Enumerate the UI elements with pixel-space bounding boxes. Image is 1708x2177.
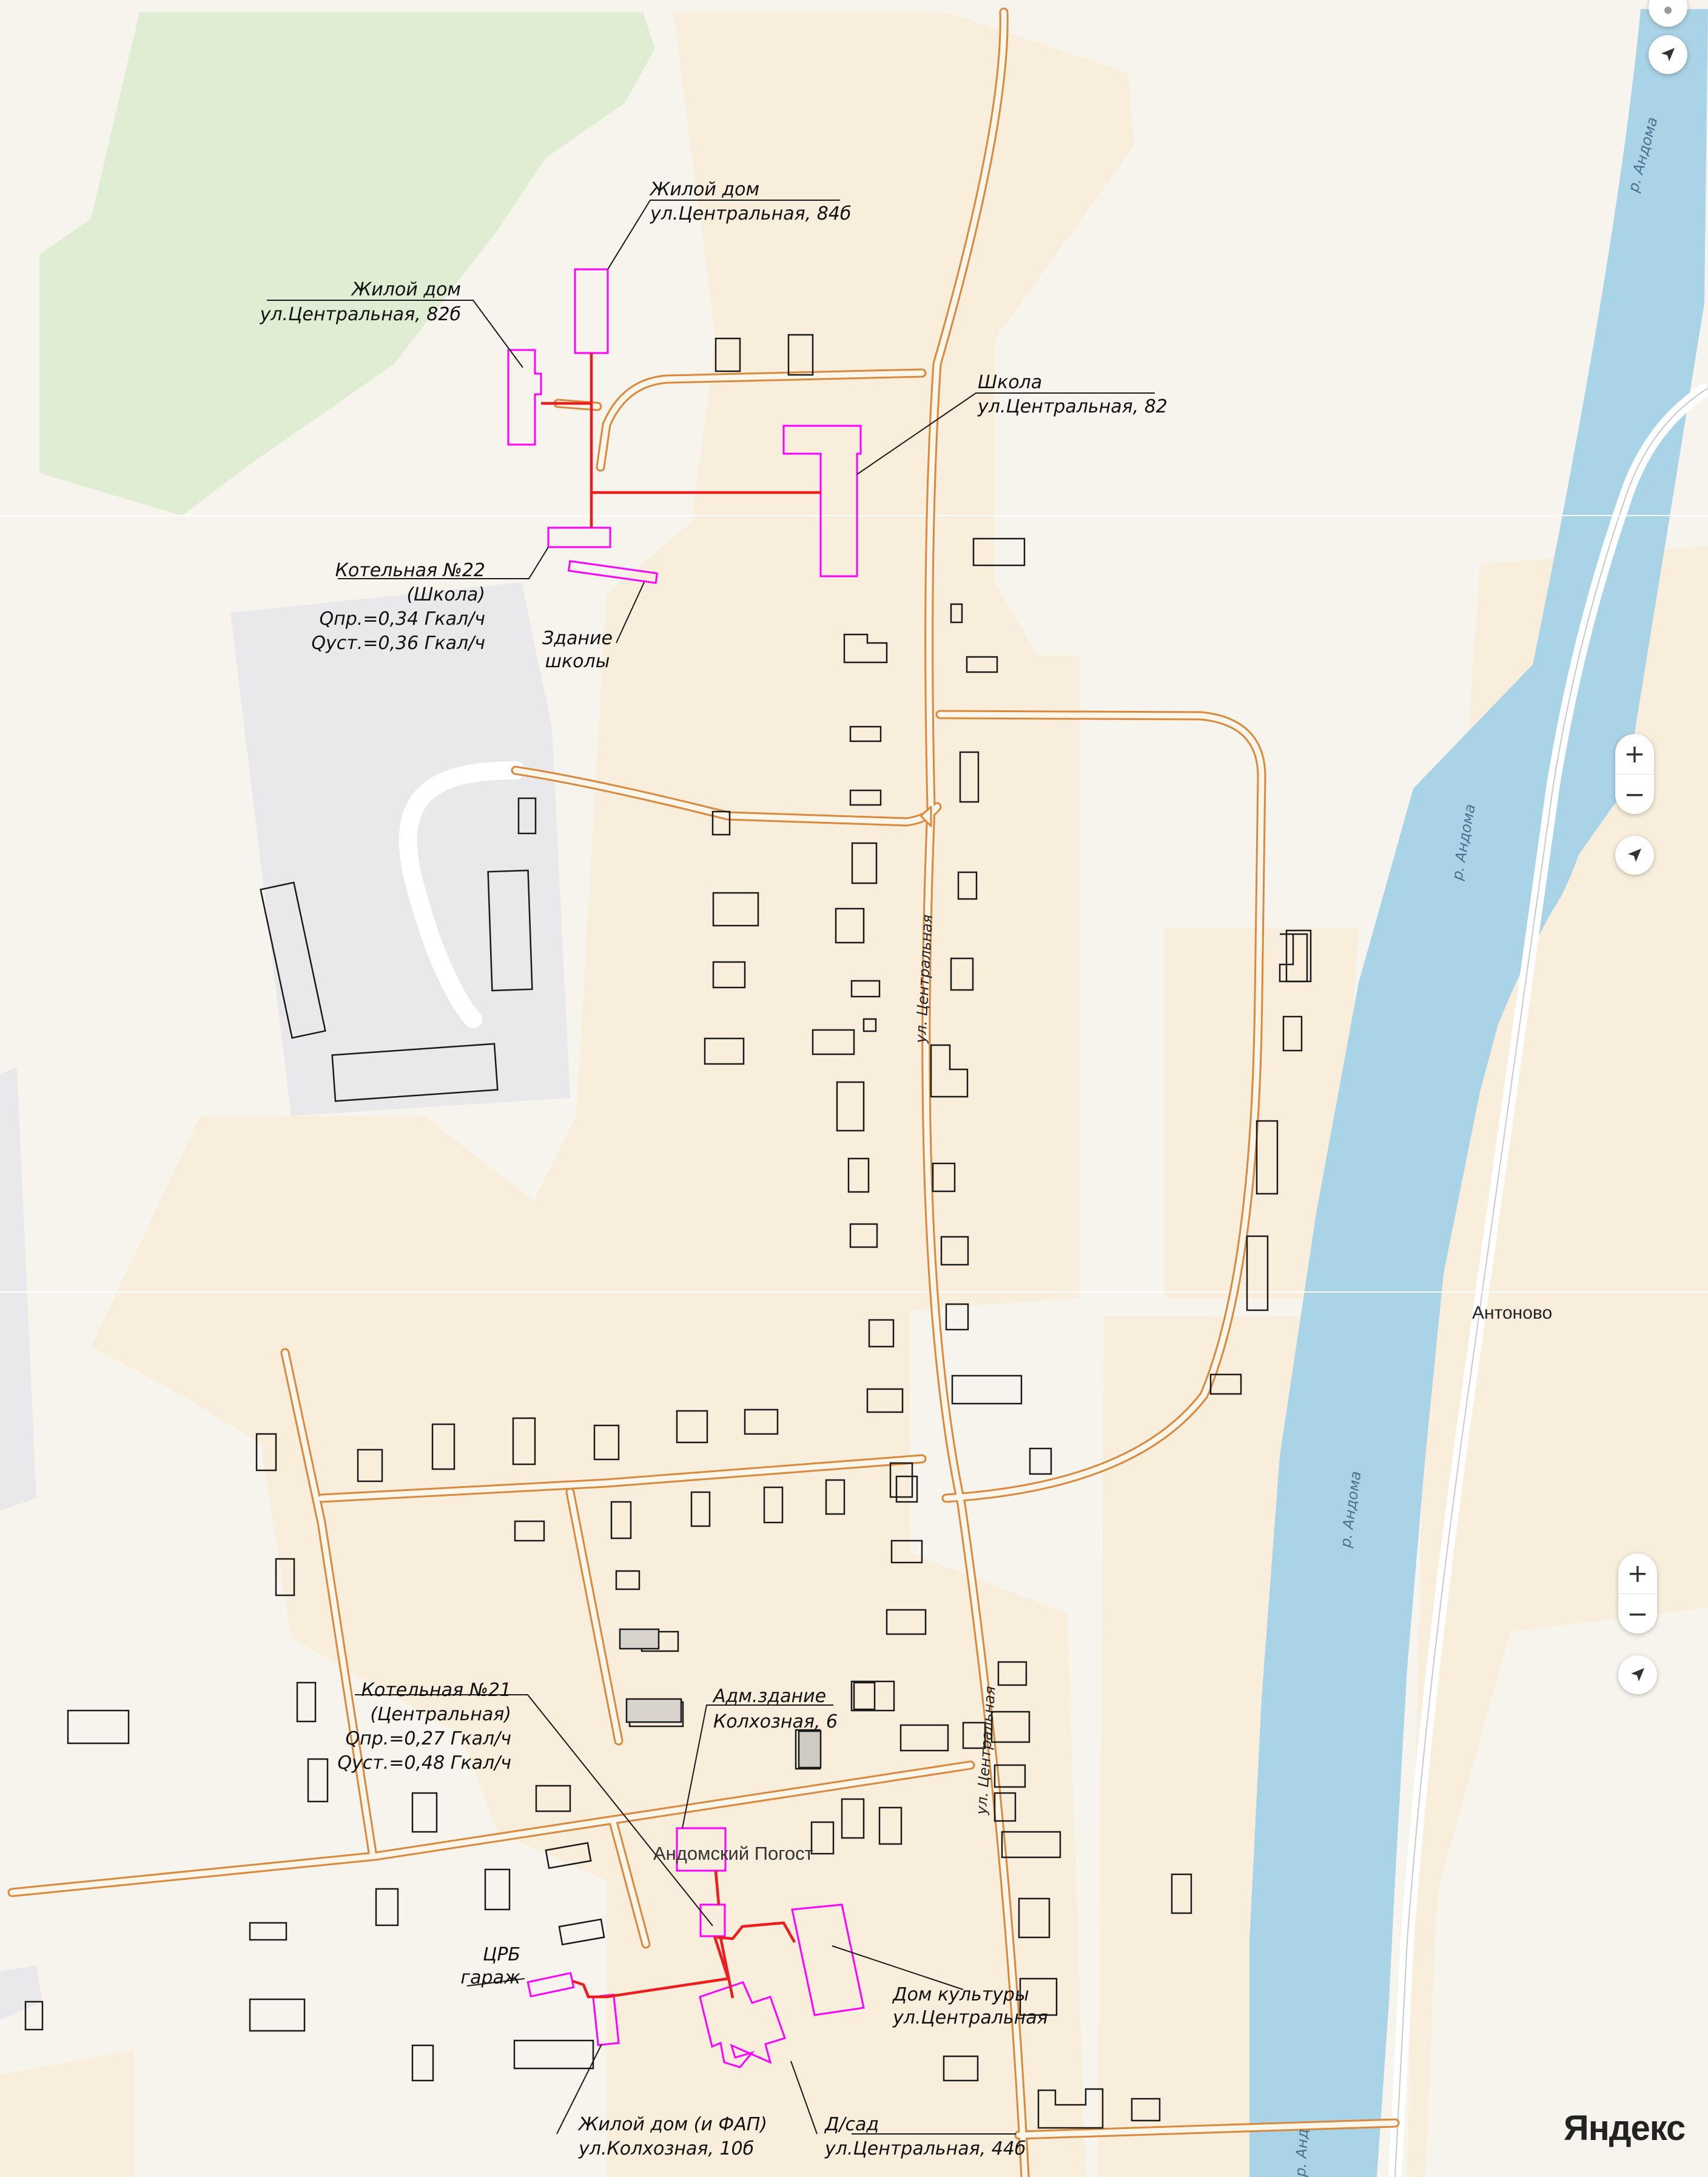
annotation-zhiloy-82b: Жилой дом ул.Центральная, 82б [260,279,461,325]
zhiloy-fap-line2: ул.Колхозная, 10б [578,2138,754,2159]
annotation-dsad: Д/сад ул.Центральная, 44б [824,2114,1026,2159]
zhiloy-82b-line1: Жилой дом [351,279,461,300]
annotation-adm-zdanie: Адм.здание Колхозная, 6 [712,1686,838,1732]
school-building [782,425,862,577]
annotation-crb-garazh: ЦРБ гараж [460,1944,520,1988]
location-button-1[interactable] [1615,836,1654,875]
crb-garage [526,1971,575,1998]
zhiloy-82b-building [507,349,542,446]
annotation-kotelnaya-21: Котельная №21 (Центральная) Qпр.=0,27 Гк… [337,1680,511,1774]
kotelnaya-22-line3: Qпр.=0,34 Гкал/ч [319,608,485,630]
gray-strip-left [0,1068,36,1510]
boiler-22 [547,527,611,548]
heat-objects [507,268,865,2068]
location-arrow-icon [1661,48,1675,61]
zhiloy-fap-line1: Жилой дом (и ФАП) [577,2114,767,2135]
adm-building [676,1827,727,1872]
shkola-line2: ул.Центральная, 82 [977,396,1168,417]
zhiloy-84b-line1: Жилой дом [649,179,759,200]
buildings [24,334,1312,2129]
zoom-out-button-2[interactable]: − [1618,1593,1657,1634]
zoom-control-2: + − [1618,1553,1657,1634]
location-button-top[interactable] [1649,35,1687,74]
zoom-control-1: + − [1615,734,1654,814]
school-annex [567,560,659,584]
kotelnaya-21-line3: Qпр.=0,27 Гкал/ч [345,1728,511,1749]
shkola-line1: Школа [978,372,1042,393]
annotation-kotelnaya-22: Котельная №22 (Школа) Qпр.=0,34 Гкал/ч Q… [311,560,485,654]
adm-zdanie-line2: Колхозная, 6 [713,1711,838,1732]
dom-kultury-line1: Дом культуры [892,1984,1029,2005]
place-antonovo: Антоново [1472,1303,1552,1323]
roads [7,7,1400,2177]
annotation-shkola: Школа ул.Центральная, 82 [977,372,1168,417]
zoom-in-button-1[interactable]: + [1624,739,1646,769]
kotelnaya-21-line2: (Центральная) [370,1704,511,1725]
kotelnaya-21-line1: Котельная №21 [361,1680,511,1701]
kotelnaya-21-line4: Qуст.=0,48 Гкал/ч [337,1752,511,1774]
boiler-21 [699,1903,726,1937]
kotelnaya-22-line4: Qуст.=0,36 Гкал/ч [311,633,485,654]
yandex-logo[interactable]: Яндекс [1564,2108,1697,2156]
zhiloy-82b-line2: ул.Центральная, 82б [260,304,461,325]
dsad-line2: ул.Центральная, 44б [824,2138,1026,2159]
dom-kultury-line2: ул.Центральная [892,2007,1048,2028]
dsad-line1: Д/сад [824,2114,879,2135]
leader-lines [267,200,1155,2135]
place-andomsky-pogost: Андомский Погост [653,1843,813,1864]
river-label-4: р. Анд [1292,2128,1311,2177]
compass-icon [1664,7,1672,14]
heat-network [541,353,821,1999]
forest-area [39,12,655,516]
zoom-out-button-1[interactable]: − [1615,774,1654,815]
shaded-buildings [619,1628,822,1769]
location-button-2[interactable] [1618,1655,1657,1694]
river-andoma [1249,9,1708,2177]
crb-garazh-line1: ЦРБ [483,1944,520,1965]
location-arrow-icon [1631,1668,1644,1681]
zdanie-shkoly-line1: Здание [542,628,613,649]
annotation-zdanie-shkoly: Здание школы [542,628,613,672]
zhiloy-84b-line2: ул.Центральная, 84б [650,203,851,224]
location-arrow-icon [1628,849,1641,862]
adm-zdanie-line1: Адм.здание [712,1686,826,1707]
crb-garazh-line2: гараж [460,1967,520,1988]
dsad [699,1981,786,2068]
dom-kultury [791,1903,865,2016]
gray-strip-lower [0,1965,42,2020]
annotation-dom-kultury: Дом культуры ул.Центральная [892,1984,1048,2028]
zdanie-shkoly-line2: школы [545,651,610,672]
kotelnaya-22-line2: (Школа) [406,584,485,605]
white-road [398,761,525,1028]
yandex-logo-text: Яндекс [1564,2108,1686,2148]
annotation-zhiloy-84b: Жилой дом ул.Центральная, 84б [649,179,851,224]
kotelnaya-22-line1: Котельная №22 [335,560,485,581]
annotation-zhiloy-fap: Жилой дом (и ФАП) ул.Колхозная, 10б [577,2114,767,2159]
zoom-in-button-2[interactable]: + [1627,1558,1649,1588]
